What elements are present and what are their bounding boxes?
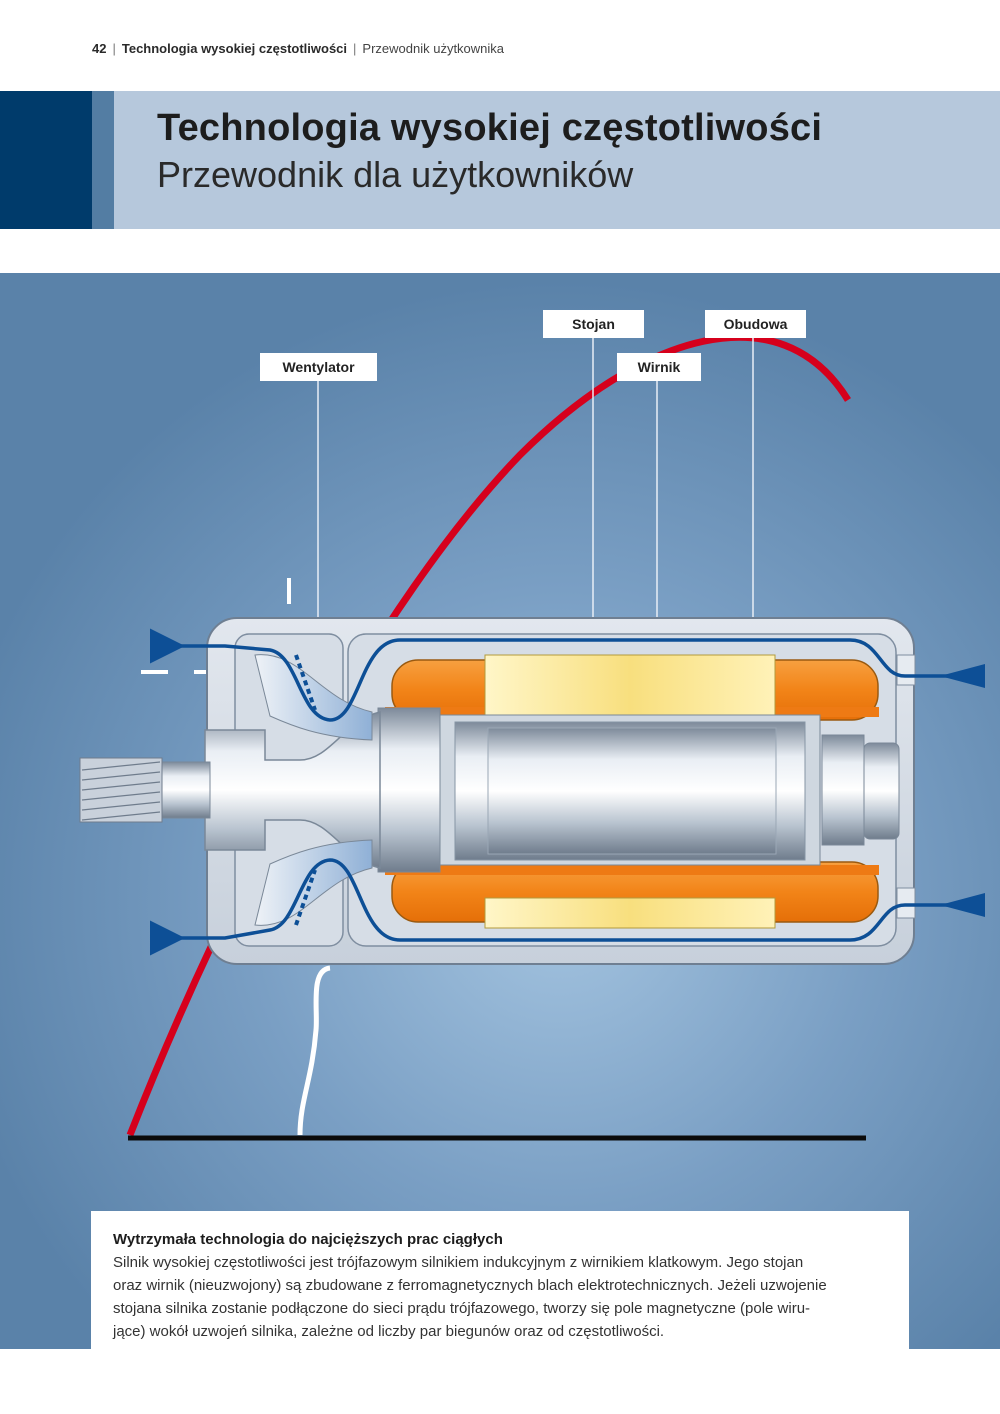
- rotor-core: [487, 727, 777, 855]
- running-head-subtitle: Przewodnik użytkownika: [362, 41, 505, 56]
- bearing-right: [821, 734, 865, 846]
- running-head-title: Technologia wysokiej częstotliwości: [121, 41, 348, 56]
- label-stator: Stojan: [543, 310, 644, 338]
- fan-blade-top: [254, 654, 373, 741]
- running-head: 42 | Technologia wysokiej częstotliwości | P…: [92, 41, 504, 56]
- banner-accent-dark: [0, 91, 92, 229]
- caption-line: stojana silnika zostanie podłączone do s…: [113, 1300, 811, 1317]
- header-banner: [0, 91, 1000, 229]
- stator-core-top: [484, 654, 776, 716]
- caption-title: Wytrzymała technologia do najcięższych p…: [113, 1231, 503, 1248]
- inlet-arrow-top: [940, 664, 985, 688]
- spline-grooves: [81, 761, 161, 821]
- shaft-end: [863, 742, 900, 840]
- caption-line: Silnik wysokiej częstotliwości jest trój…: [113, 1254, 804, 1271]
- shaft-hub: [377, 707, 441, 873]
- shaft: [204, 711, 381, 869]
- label-fan: Wentylator: [260, 353, 377, 381]
- motor-illustration: Wentylator Stojan Wirnik Obudowa: [0, 273, 1000, 1349]
- page-subtitle: Przewodnik dla użytkowników: [157, 154, 634, 195]
- fan-blade-bottom: [254, 839, 373, 926]
- separator: |: [353, 41, 357, 56]
- white-bracket: [297, 965, 331, 1136]
- page-number: 42: [92, 41, 107, 56]
- separator: |: [112, 41, 116, 56]
- inlet-arrow-bottom: [940, 893, 985, 917]
- airflow-lines: [150, 628, 985, 956]
- banner-accent-mid: [92, 91, 114, 229]
- label-rotor: Wirnik: [617, 353, 701, 381]
- inlet-top: [896, 654, 916, 686]
- shaft-spline: [79, 757, 163, 823]
- fan-blade-dashes: [294, 654, 317, 926]
- shaft-neck: [159, 761, 211, 819]
- caption-line: jące) wokół uzwojeń silnika, zależne od …: [113, 1323, 665, 1340]
- motor-cross-section: [0, 273, 1000, 1349]
- page-title: Technologia wysokiej częstotliwości: [157, 107, 823, 149]
- caption-box: Wytrzymała technologia do najcięższych p…: [91, 1211, 909, 1349]
- label-housing: Obudowa: [705, 310, 806, 338]
- stator-core-bottom: [484, 897, 776, 929]
- caption-line: oraz wirnik (nieuzwojony) są zbudowane z…: [113, 1277, 827, 1294]
- inlet-bottom: [896, 887, 916, 919]
